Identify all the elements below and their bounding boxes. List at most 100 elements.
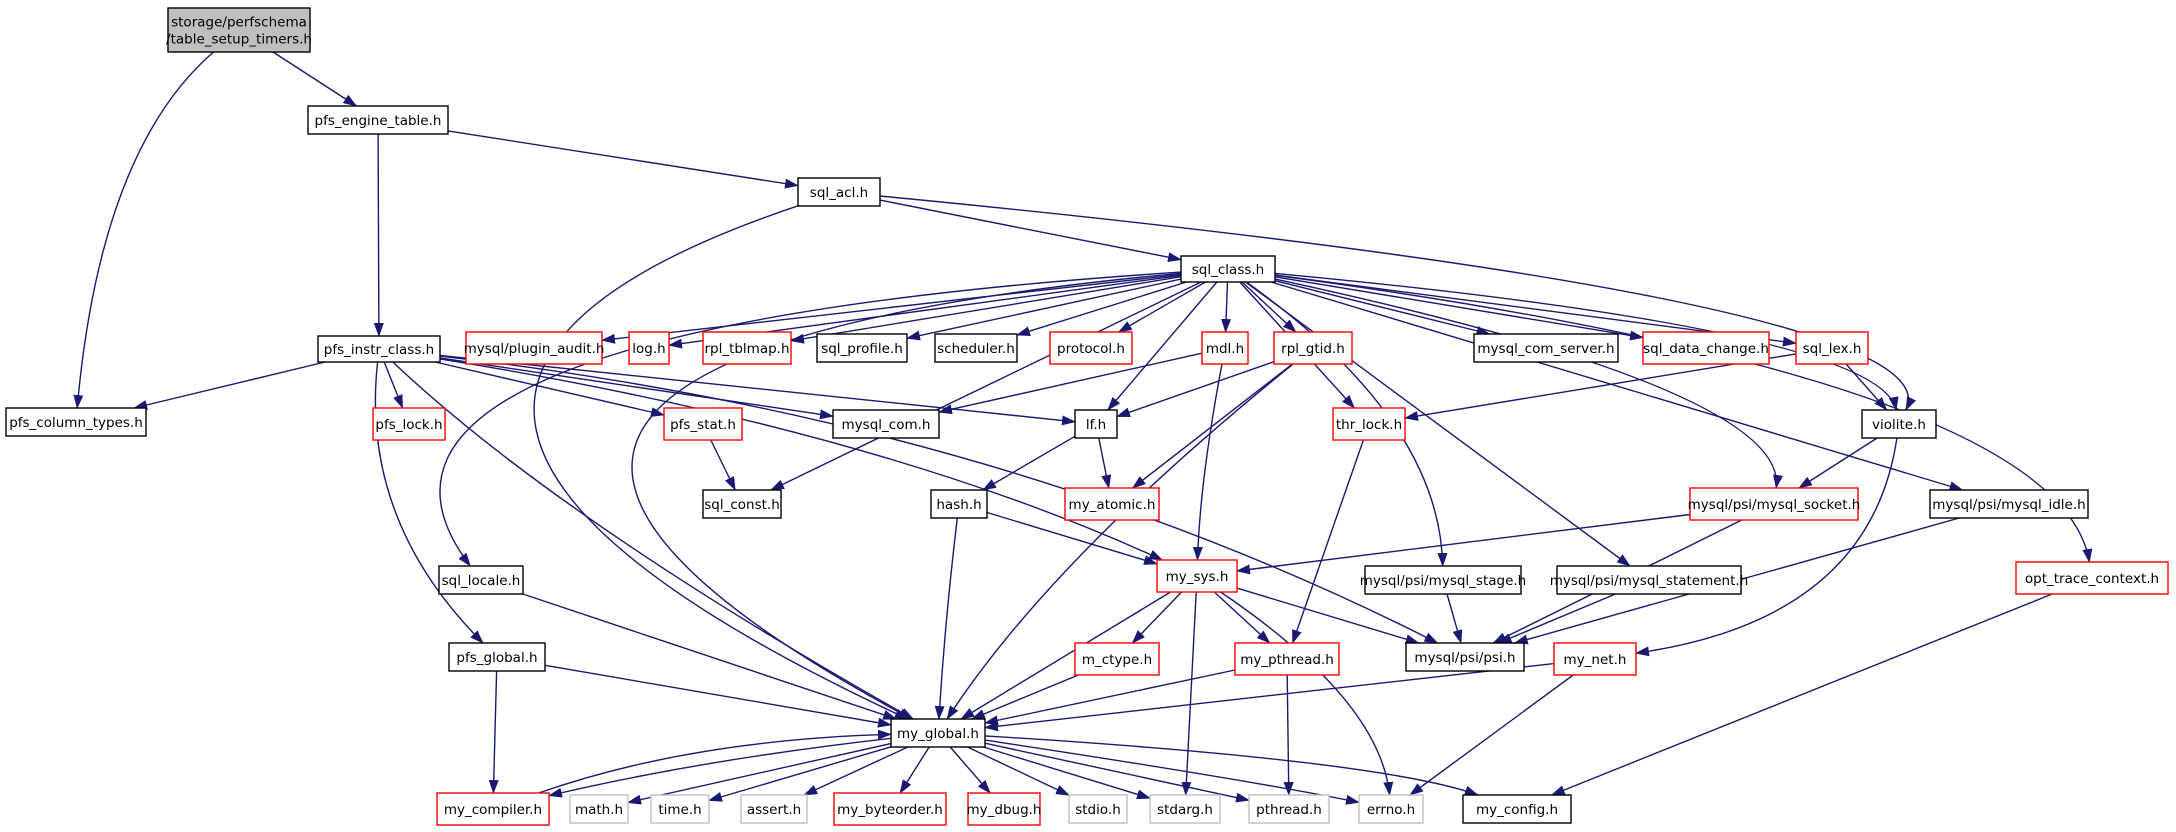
graph-node-sql-locale[interactable]: sql_locale.h xyxy=(438,565,524,595)
node-label: my_compiler.h xyxy=(444,802,542,818)
graph-node-mysql-psi-mysql-stage[interactable]: mysql/psi/mysql_stage.h xyxy=(1360,565,1527,595)
graph-node-rpl-gtid[interactable]: rpl_gtid.h xyxy=(1273,331,1353,365)
edge-line xyxy=(133,361,326,410)
node-label: pfs_stat.h xyxy=(670,417,736,433)
graph-node-hash[interactable]: hash.h xyxy=(930,489,988,519)
node-box xyxy=(1149,794,1221,824)
node-box xyxy=(1049,331,1133,365)
graph-node-sql-data-change[interactable]: sql_data_change.h xyxy=(1642,331,1770,365)
graph-node-mysql-psi-mysql-socket[interactable]: mysql/psi/mysql_socket.h xyxy=(1688,487,1861,521)
node-label: stdio.h xyxy=(1075,802,1121,818)
graph-node-m-ctype[interactable]: m_ctype.h xyxy=(1074,642,1160,676)
graph-node-mysql-psi-mysql-idle[interactable]: mysql/psi/mysql_idle.h xyxy=(1929,489,2089,519)
node-box xyxy=(1689,487,1859,521)
node-box xyxy=(1462,794,1572,824)
node-box xyxy=(372,407,446,441)
edge-line xyxy=(938,352,1203,415)
edge-pfs-global-to-my-global xyxy=(544,664,892,728)
graph-node-sql-profile[interactable]: sql_profile.h xyxy=(816,333,908,363)
edge-line xyxy=(1236,587,1420,645)
edge-my-global-to-my-compiler xyxy=(548,737,892,798)
graph-node-pfs-stat[interactable]: pfs_stat.h xyxy=(663,407,743,441)
graph-node-sql-const[interactable]: sql_const.h xyxy=(702,489,782,519)
graph-node-pfs-global[interactable]: pfs_global.h xyxy=(448,642,546,672)
edge-line xyxy=(538,729,892,794)
edge-my-global-to-my-byteorder xyxy=(899,746,930,794)
edge-my-global-to-my-dbug xyxy=(949,746,991,794)
graph-node-my-net[interactable]: my_net.h xyxy=(1553,642,1637,676)
node-label: sql_class.h xyxy=(1192,262,1264,278)
graph-node-sql-class[interactable]: sql_class.h xyxy=(1180,255,1276,283)
graph-node-pfs-engine-table[interactable]: pfs_engine_table.h xyxy=(307,105,449,135)
edge-line xyxy=(1798,437,1878,489)
node-box xyxy=(890,718,986,748)
graph-node-opt-trace-context[interactable]: opt_trace_context.h xyxy=(2015,561,2169,595)
graph-node-lf[interactable]: lf.h xyxy=(1074,409,1118,439)
node-label: time.h xyxy=(658,802,701,818)
graph-node-mysql-com[interactable]: mysql_com.h xyxy=(832,409,940,439)
graph-node-log[interactable]: log.h xyxy=(628,331,670,365)
edge-line xyxy=(439,271,1182,567)
graph-node-mysql-psi-mysql-statement[interactable]: mysql/psi/mysql_statement.h xyxy=(1550,565,1749,595)
edge-sql-class-to-mysql-psi-mysql-idle xyxy=(1270,281,1964,492)
node-label: mysql_com.h xyxy=(842,417,931,433)
edge-my-global-to-pthread xyxy=(984,742,1250,803)
node-label: my_pthread.h xyxy=(1240,652,1334,668)
graph-node-my-sys[interactable]: my_sys.h xyxy=(1156,559,1238,593)
node-box xyxy=(1553,642,1637,676)
node-label: m_ctype.h xyxy=(1082,652,1152,668)
node-label: protocol.h xyxy=(1057,341,1125,357)
graph-node-my-global[interactable]: my_global.h xyxy=(890,718,986,748)
graph-node-pfs-lock[interactable]: pfs_lock.h xyxy=(372,407,446,441)
graph-node-pfs-column-types[interactable]: pfs_column_types.h xyxy=(5,407,147,437)
graph-node-my-config[interactable]: my_config.h xyxy=(1462,794,1572,824)
edge-line xyxy=(544,664,892,728)
node-box xyxy=(1074,409,1118,439)
graph-node-my-pthread[interactable]: my_pthread.h xyxy=(1234,642,1340,676)
node-box xyxy=(1861,409,1937,439)
graph-node-my-atomic[interactable]: my_atomic.h xyxy=(1064,487,1160,521)
edge-sql-class-to-sql-profile xyxy=(906,278,1182,341)
graph-node-mysql-psi-psi[interactable]: mysql/psi/psi.h xyxy=(1405,642,1525,672)
node-label: mysql/plugin_audit.h xyxy=(464,341,605,357)
graph-node-mdl[interactable]: mdl.h xyxy=(1201,331,1249,365)
node-layer: storage/perfschema/table_setup_timers.hp… xyxy=(5,7,2169,826)
graph-node-protocol[interactable]: protocol.h xyxy=(1049,331,1133,365)
graph-node-pfs-instr-class[interactable]: pfs_instr_class.h xyxy=(317,335,441,363)
graph-node-sql-acl[interactable]: sql_acl.h xyxy=(797,177,881,207)
edge-sql-class-to-rpl-gtid xyxy=(1241,281,1297,333)
graph-node-assert[interactable]: assert.h xyxy=(740,794,808,824)
graph-node-rpl-tblmap[interactable]: rpl_tblmap.h xyxy=(702,331,792,365)
node-label: opt_trace_context.h xyxy=(2025,571,2159,587)
edge-line xyxy=(899,746,930,794)
graph-node-pthread[interactable]: pthread.h xyxy=(1248,794,1330,824)
edge-pfs-instr-class-to-pfs-global xyxy=(374,361,484,644)
graph-node-stdio[interactable]: stdio.h xyxy=(1068,794,1128,824)
graph-node-mysql-plugin-audit[interactable]: mysql/plugin_audit.h xyxy=(464,331,605,365)
edge-my-global-to-math xyxy=(627,742,892,805)
edge-line xyxy=(790,276,1182,344)
graph-node-root[interactable]: storage/perfschema/table_setup_timers.h xyxy=(166,7,312,53)
edge-rpl-gtid-to-my-atomic xyxy=(1131,363,1293,489)
graph-node-my-byteorder[interactable]: my_byteorder.h xyxy=(833,792,947,826)
edge-my-global-to-my-config xyxy=(984,735,1479,796)
node-box xyxy=(930,489,988,519)
node-label: scheduler.h xyxy=(937,341,1015,357)
graph-node-my-compiler[interactable]: my_compiler.h xyxy=(436,792,550,826)
graph-node-errno[interactable]: errno.h xyxy=(1358,794,1424,824)
graph-node-math[interactable]: math.h xyxy=(569,794,629,824)
edge-line xyxy=(984,669,1236,726)
edge-my-global-to-time xyxy=(708,746,892,802)
edge-sql-class-to-mysql-com-server xyxy=(1274,280,1491,336)
edge-line xyxy=(383,361,404,409)
graph-node-violite[interactable]: violite.h xyxy=(1861,409,1937,439)
graph-node-scheduler[interactable]: scheduler.h xyxy=(934,333,1018,363)
graph-node-sql-lex[interactable]: sql_lex.h xyxy=(1795,331,1869,365)
graph-node-mysql-com-server[interactable]: mysql_com_server.h xyxy=(1473,333,1619,363)
graph-node-thr-lock[interactable]: thr_lock.h xyxy=(1332,407,1406,441)
edge-pfs-instr-class-to-my-sys xyxy=(439,358,1164,561)
graph-node-stdarg[interactable]: stdarg.h xyxy=(1149,794,1221,824)
graph-node-my-dbug[interactable]: my_dbug.h xyxy=(966,792,1042,826)
graph-node-time[interactable]: time.h xyxy=(650,794,710,824)
node-box xyxy=(307,105,449,135)
